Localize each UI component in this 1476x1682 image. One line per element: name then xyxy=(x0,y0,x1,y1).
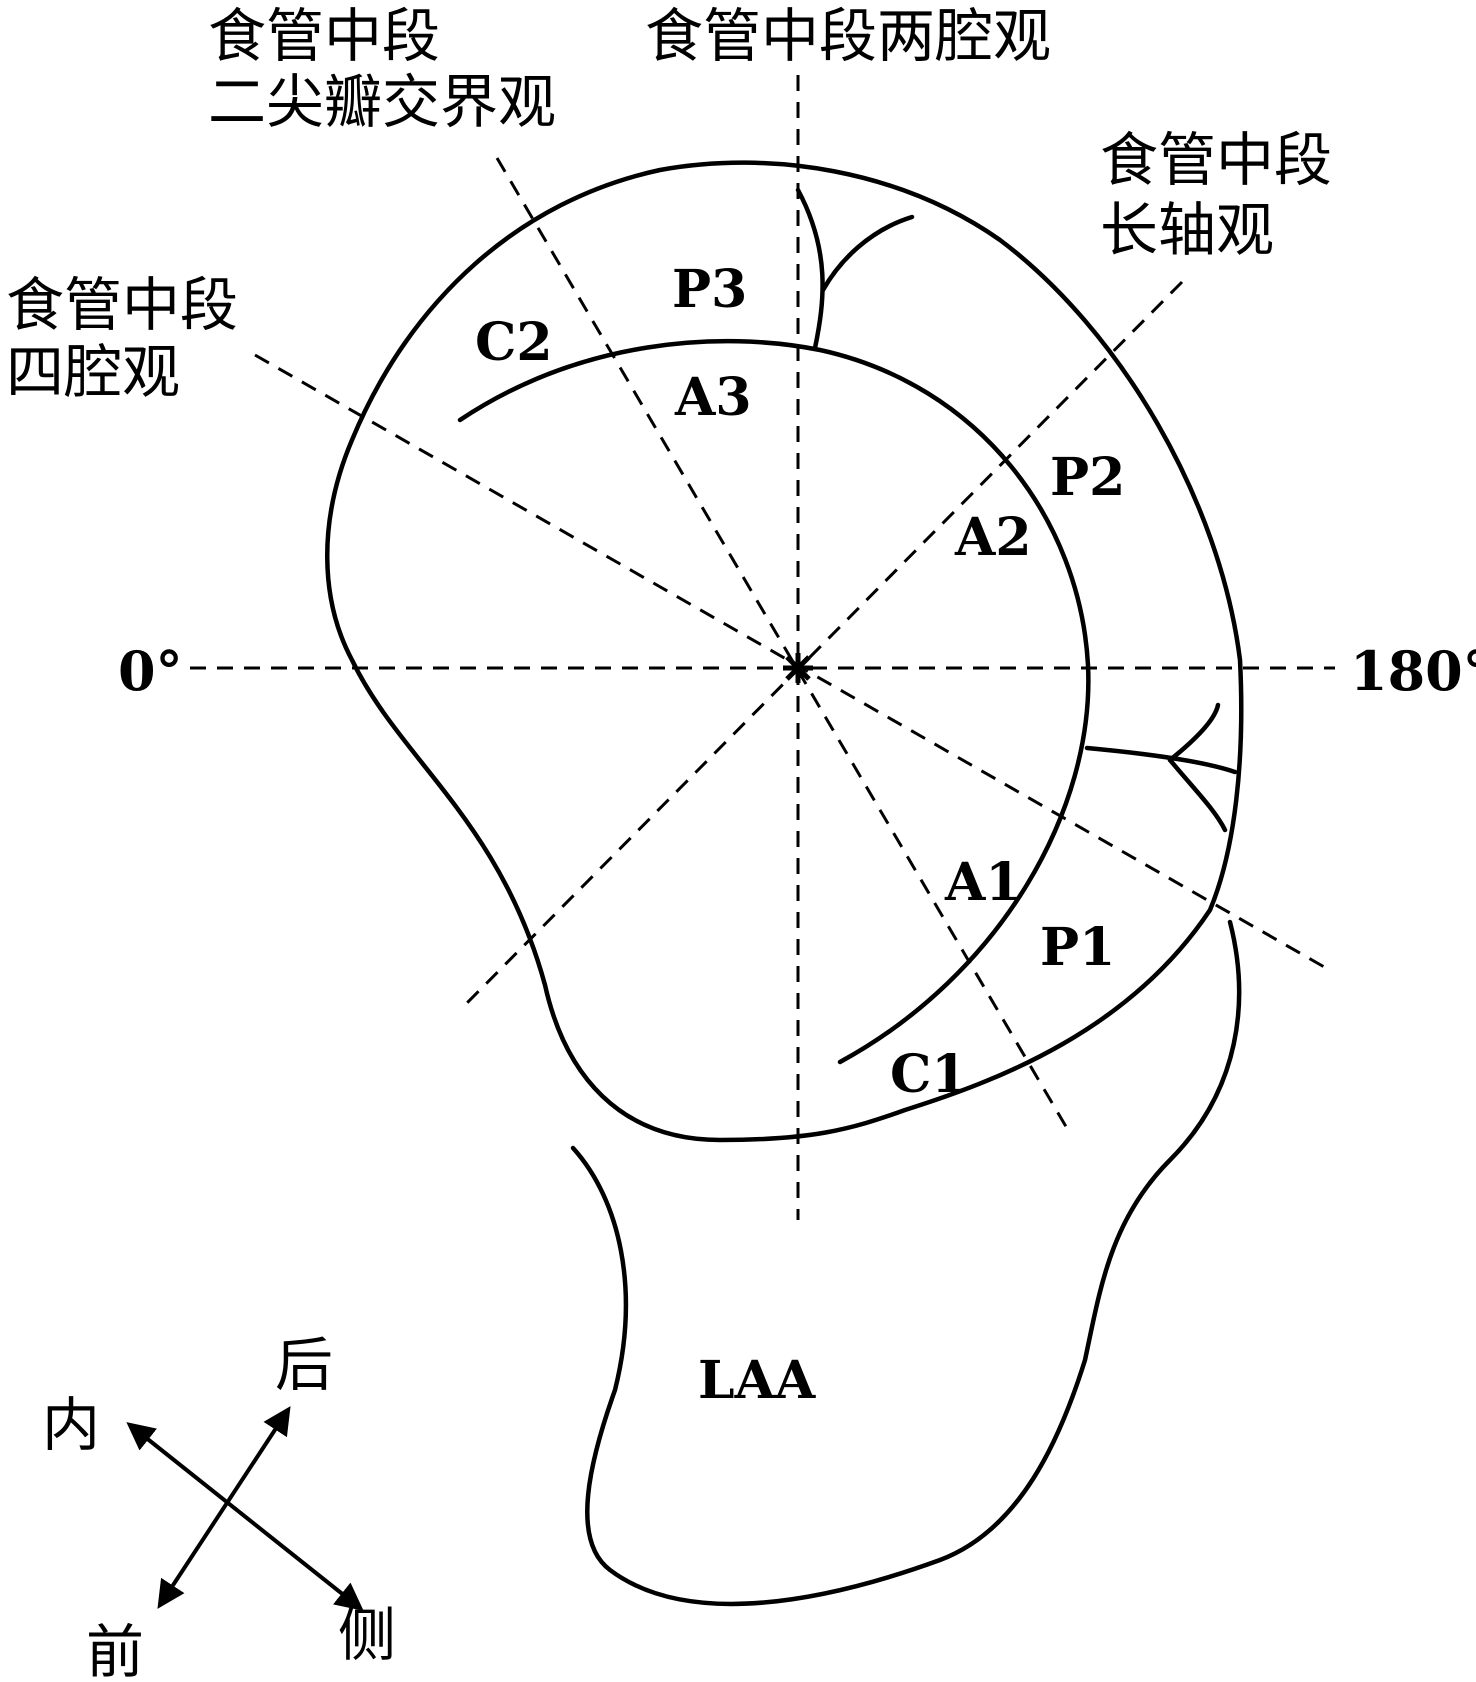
compass-lateral: 侧 xyxy=(338,1601,396,1669)
segment-a3: A3 xyxy=(674,367,752,428)
line-commissural xyxy=(495,157,1070,1131)
segment-c1: C1 xyxy=(890,1044,968,1105)
segment-a1: A1 xyxy=(944,852,1022,913)
chordae-top xyxy=(795,187,825,351)
laa-outline xyxy=(570,919,1242,1607)
label-angle-0: 0° xyxy=(118,639,183,703)
label-two-chamber: 食管中段两腔观 xyxy=(645,2,1051,70)
label-four-chamber-line1: 食管中段 xyxy=(6,271,238,339)
compass-posterior: 后 xyxy=(275,1331,333,1399)
coaptation-line xyxy=(457,338,1091,1065)
compass-axis-anterior-posterior xyxy=(157,1406,291,1609)
segment-p3: P3 xyxy=(672,259,747,320)
label-laa: LAA xyxy=(698,1350,816,1411)
chordae-right-branch-lower xyxy=(1167,757,1228,833)
chordae-right xyxy=(1084,745,1238,775)
label-long-axis-line1: 食管中段 xyxy=(1100,126,1332,194)
label-four-chamber-line2: 四腔观 xyxy=(6,338,180,406)
annulus-outline xyxy=(325,160,1244,1143)
label-commissural-line2: 二尖瓣交界观 xyxy=(208,68,556,136)
segment-c2: C2 xyxy=(475,312,553,373)
compass-axis-medial-lateral xyxy=(126,1422,364,1611)
compass-anterior: 前 xyxy=(86,1618,144,1682)
segment-a2: A2 xyxy=(954,507,1032,568)
chordae-top-branch xyxy=(820,214,915,293)
label-long-axis-line2: 长轴观 xyxy=(1100,196,1274,264)
segment-p2: P2 xyxy=(1050,447,1125,508)
chordae-right-branch-upper xyxy=(1167,702,1221,763)
center-point xyxy=(783,653,813,683)
segment-p1: P1 xyxy=(1040,917,1115,978)
label-commissural-line1: 食管中段 xyxy=(208,2,440,70)
line-long-axis xyxy=(458,280,1184,1012)
compass-medial: 内 xyxy=(42,1391,100,1459)
line-four-chamber xyxy=(254,353,1327,970)
label-angle-180: 180° xyxy=(1350,639,1476,703)
